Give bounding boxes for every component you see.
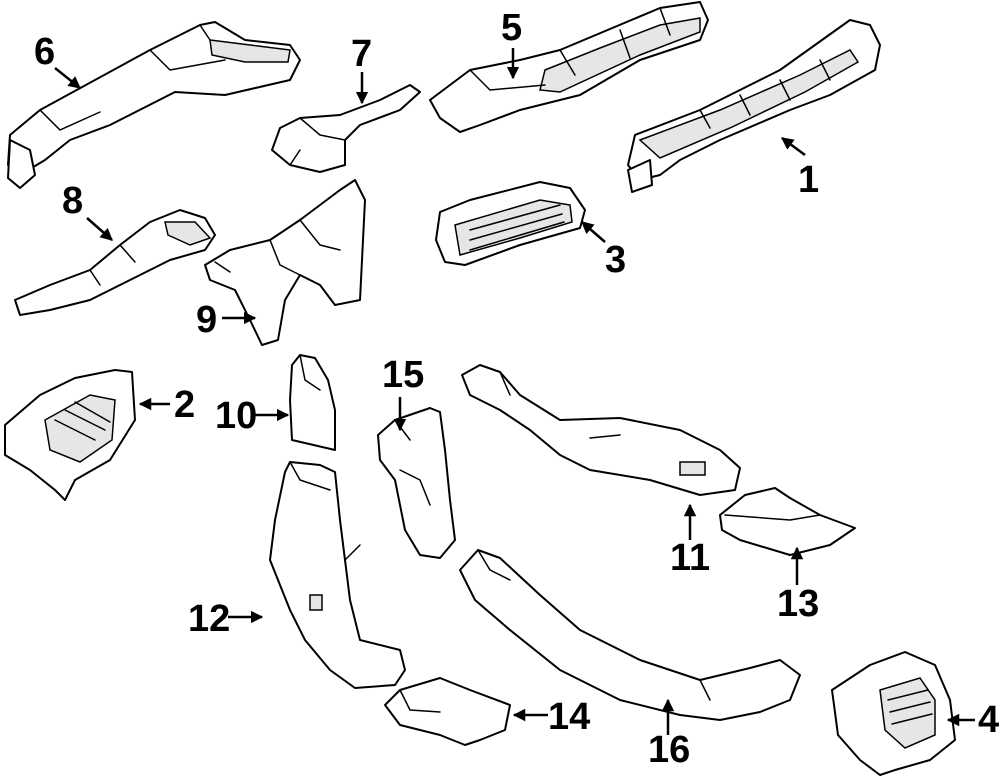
leader-1 <box>780 136 806 157</box>
callout-1: 1 <box>798 159 819 201</box>
part-8-duct[interactable] <box>14 209 216 316</box>
callout-6: 6 <box>34 31 55 73</box>
part-10-duct[interactable] <box>289 354 336 451</box>
leader-6 <box>54 67 81 89</box>
part-3-register[interactable] <box>435 181 586 266</box>
callout-9: 9 <box>196 299 217 341</box>
callout-8: 8 <box>62 180 83 222</box>
callout-7: 7 <box>351 33 372 75</box>
part-6-duct[interactable] <box>7 21 301 189</box>
part-7-duct[interactable] <box>271 84 421 173</box>
callout-10: 10 <box>215 395 257 437</box>
callout-13: 13 <box>777 583 819 625</box>
part-14-duct[interactable] <box>384 677 511 746</box>
callout-15: 15 <box>382 354 424 396</box>
part-13-duct[interactable] <box>719 487 856 556</box>
callout-labels: 1 2 3 4 5 6 7 8 9 10 11 12 13 14 15 16 <box>34 7 999 771</box>
part-1-register[interactable] <box>627 19 881 193</box>
callout-3: 3 <box>605 239 626 281</box>
callout-16: 16 <box>648 729 690 771</box>
part-9-duct[interactable] <box>204 179 366 346</box>
callout-11: 11 <box>670 537 710 579</box>
part-16-duct[interactable] <box>459 549 801 721</box>
callout-4: 4 <box>978 699 999 741</box>
callout-14: 14 <box>548 696 590 738</box>
callout-2: 2 <box>174 384 195 426</box>
part-15-duct[interactable] <box>377 407 456 559</box>
part-4-register[interactable] <box>831 651 956 776</box>
part-11-duct[interactable] <box>461 364 741 496</box>
leader-8 <box>86 217 113 241</box>
part-5-register-duct[interactable] <box>429 1 709 133</box>
leader-lines <box>54 48 975 735</box>
part-2-register-housing[interactable] <box>4 369 136 501</box>
part-12-duct[interactable] <box>269 461 406 689</box>
callout-12: 12 <box>188 598 230 640</box>
callout-5: 5 <box>501 7 522 49</box>
leader-3 <box>581 221 606 243</box>
